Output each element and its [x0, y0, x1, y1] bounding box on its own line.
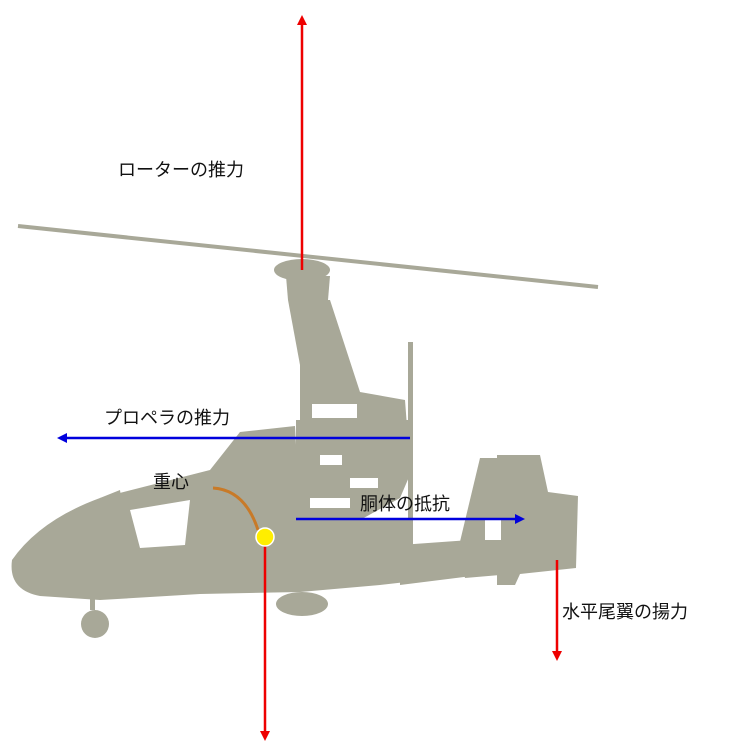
propeller-thrust-label: プロペラの推力: [104, 408, 230, 429]
tail-gap: [485, 520, 501, 540]
gyroplane-silhouette: [11, 276, 578, 638]
rotor-blade: [17, 224, 599, 289]
engine-block: [296, 420, 412, 520]
cg-leader-line: [212, 486, 260, 531]
nose-wheel: [81, 610, 109, 638]
engine-gap-1: [320, 455, 342, 465]
fuselage-drag-label: 胴体の抵抗: [360, 494, 450, 515]
cg-dot: [255, 527, 275, 547]
cockpit-opening: [130, 500, 190, 548]
engine-gap-2: [350, 478, 378, 488]
engine-gap-3: [310, 498, 350, 508]
main-wheel-fairing: [276, 592, 328, 616]
rotor-thrust-label: ローターの推力: [118, 160, 244, 181]
structure-details: [130, 404, 501, 548]
mast-gap: [312, 404, 357, 418]
cg-label: 重心: [153, 472, 189, 493]
fuselage: [11, 426, 469, 600]
canopy-frame: [100, 490, 128, 550]
tail-lift-label: 水平尾翼の揚力: [562, 602, 688, 623]
propeller-blade: [408, 342, 413, 570]
vertical-tail-rear: [497, 455, 578, 585]
nose-gear-strut: [90, 592, 95, 610]
